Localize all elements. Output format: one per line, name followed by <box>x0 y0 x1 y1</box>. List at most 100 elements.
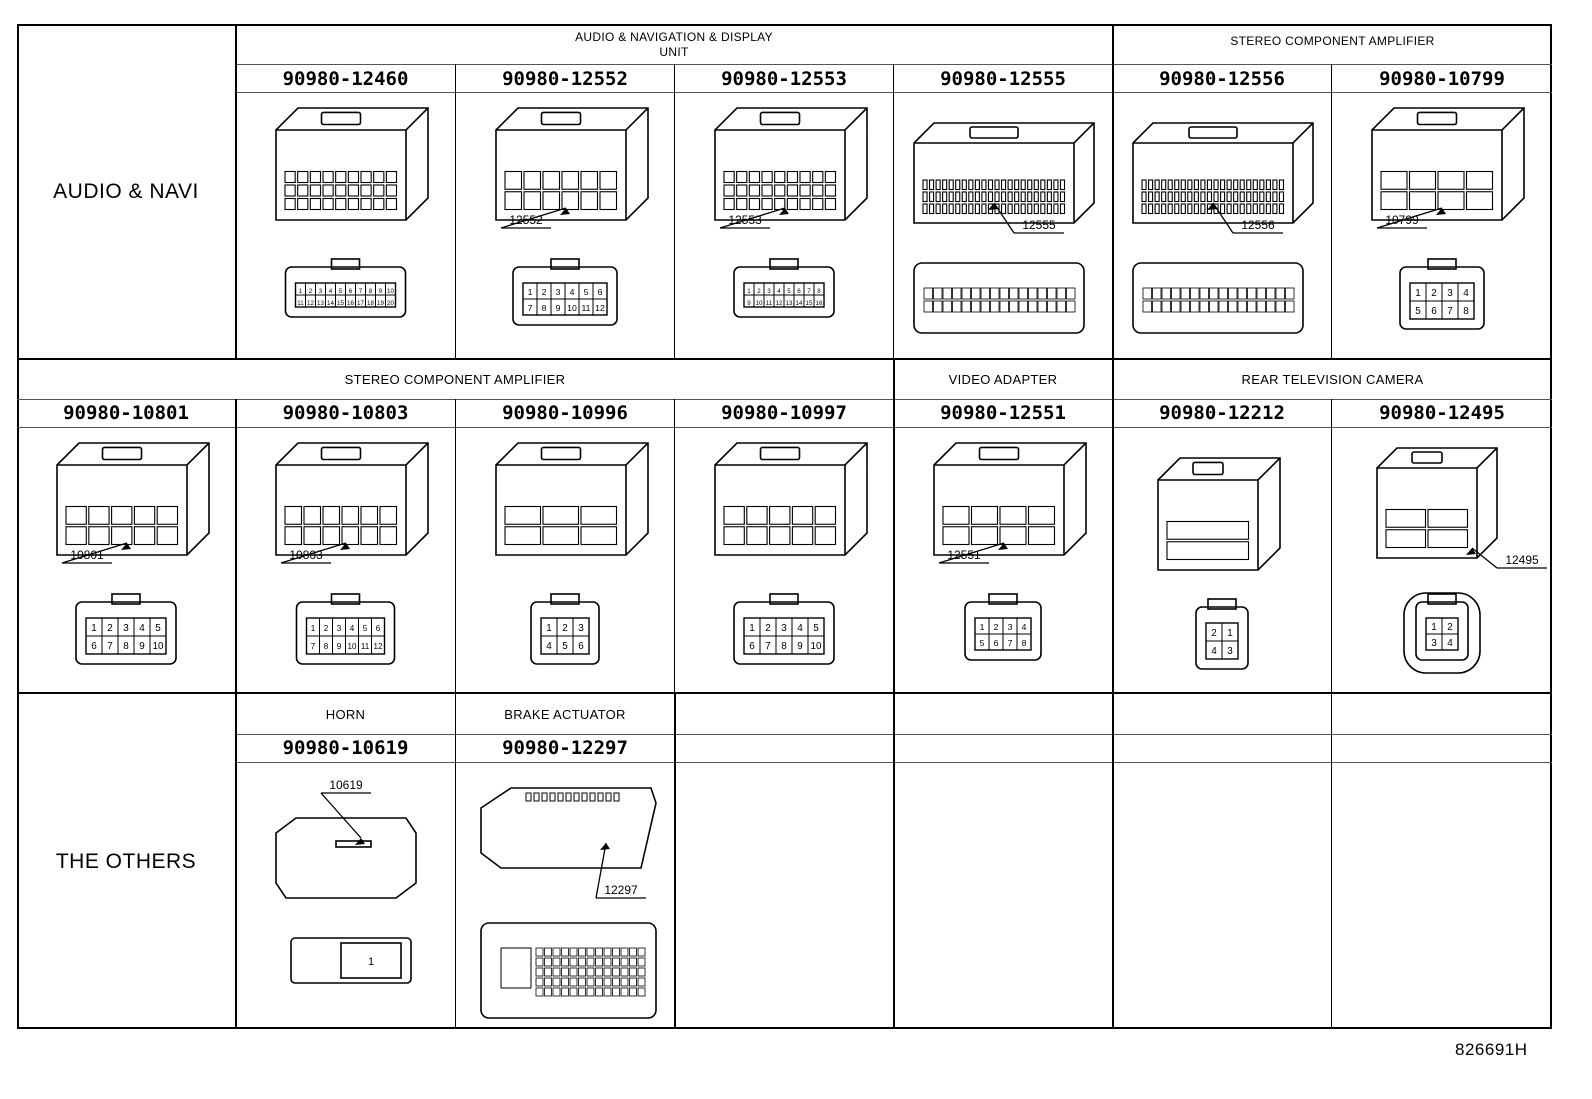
part-tag: 12553 <box>719 207 789 229</box>
pin-number: 4 <box>1463 288 1469 299</box>
col-divider <box>674 399 675 693</box>
pin-number: 3 <box>767 288 771 295</box>
pin-number: 14 <box>796 300 803 307</box>
part-tag: 12555 <box>988 202 1064 234</box>
part-tag-label: 12556 <box>1241 218 1275 232</box>
part-tag-label: 12297 <box>604 883 638 897</box>
group-label-horn: HORN <box>325 707 366 722</box>
pin-number: 6 <box>91 641 97 652</box>
pin-number: 4 <box>329 288 333 295</box>
pin-number: 3 <box>337 624 342 633</box>
pin-number: 1 <box>299 288 303 295</box>
pin-number: 10 <box>152 641 164 652</box>
pin-number: 9 <box>556 303 561 313</box>
pin-number: 2 <box>562 623 568 634</box>
pin-number: 1 <box>546 623 552 634</box>
pin-number: 5 <box>155 623 161 634</box>
part-tag-label: 10799 <box>1385 213 1419 227</box>
pin-number: 9 <box>337 642 342 651</box>
pin-number: 2 <box>542 287 547 297</box>
connector-body <box>913 122 1095 224</box>
col-divider <box>455 64 456 359</box>
header-rule <box>236 64 1552 65</box>
part-tag-label: 12552 <box>509 213 543 227</box>
pin-number: 3 <box>578 623 584 634</box>
connector-body <box>495 107 649 221</box>
pin-number: 6 <box>749 641 755 652</box>
part-number: 90980-12553 <box>721 68 847 90</box>
pin-number: 2 <box>1211 628 1217 639</box>
pin-number: 3 <box>1431 638 1437 649</box>
connector-body <box>1371 107 1525 221</box>
part-number: 90980-10803 <box>282 402 409 424</box>
pin-number: 6 <box>994 638 999 648</box>
part-tag-label: 10801 <box>70 548 104 562</box>
connector-body <box>56 442 210 556</box>
pin-cell <box>1441 633 1459 651</box>
part-number: 90980-10996 <box>502 402 628 424</box>
col-divider <box>1331 64 1332 359</box>
pin-number: 11 <box>581 303 590 313</box>
group-label-stereo-amp: STEREO COMPONENT AMPLIFIER <box>1230 34 1435 48</box>
col-divider <box>455 399 456 693</box>
pin-face <box>913 262 1085 334</box>
pin-number: 1 <box>747 288 751 295</box>
pin-number: 1 <box>980 622 985 632</box>
pin-number: 8 <box>781 641 787 652</box>
pin-cell <box>807 635 825 655</box>
pin-face <box>1132 262 1304 334</box>
pin-number: 5 <box>980 638 985 648</box>
pin-number: 8 <box>369 288 373 295</box>
part-number: 90980-12495 <box>1379 402 1505 424</box>
pin-number: 2 <box>994 622 999 632</box>
pin-number: 8 <box>123 641 129 652</box>
pin-number: 4 <box>139 623 145 634</box>
connector-90980-12297: 12297 <box>456 763 674 1028</box>
row-divider-2 <box>17 692 1552 694</box>
col-divider <box>1112 693 1114 1029</box>
pin-number: 7 <box>1447 306 1453 317</box>
header-rule <box>17 399 1552 400</box>
col-divider <box>893 359 895 693</box>
pin-number: 1 <box>749 623 755 634</box>
pin-number: 7 <box>311 642 316 651</box>
pin-number: 16 <box>816 300 823 307</box>
part-tag-label: 10803 <box>289 548 323 562</box>
part-tag-label: 12551 <box>947 548 981 562</box>
part-tag: 12552 <box>500 207 570 229</box>
pin-number: 13 <box>317 300 324 307</box>
part-tag: 10803 <box>280 542 350 564</box>
pin-number: 5 <box>584 287 589 297</box>
pin-number: 19 <box>377 300 384 307</box>
pin-number: 5 <box>562 641 568 652</box>
pin-number: 8 <box>1022 638 1027 648</box>
pin-number: 8 <box>1463 306 1469 317</box>
col-divider <box>235 693 237 1029</box>
horn-connector-body: 1 <box>275 817 417 984</box>
pin-number: 3 <box>123 623 129 634</box>
pin-number: 2 <box>107 623 113 634</box>
part-number: 90980-12460 <box>282 68 409 90</box>
pin-cell <box>149 635 167 655</box>
pin-number: 7 <box>359 288 363 295</box>
connector-body <box>275 107 429 221</box>
pin-number: 2 <box>1431 288 1437 299</box>
pin-number: 4 <box>546 641 552 652</box>
col-divider <box>455 693 456 1029</box>
connector-drawing: 12555 <box>913 122 1095 334</box>
part-number: 90980-12552 <box>502 68 628 90</box>
pin-number: 12 <box>307 300 314 307</box>
pin-number: 4 <box>1447 638 1453 649</box>
